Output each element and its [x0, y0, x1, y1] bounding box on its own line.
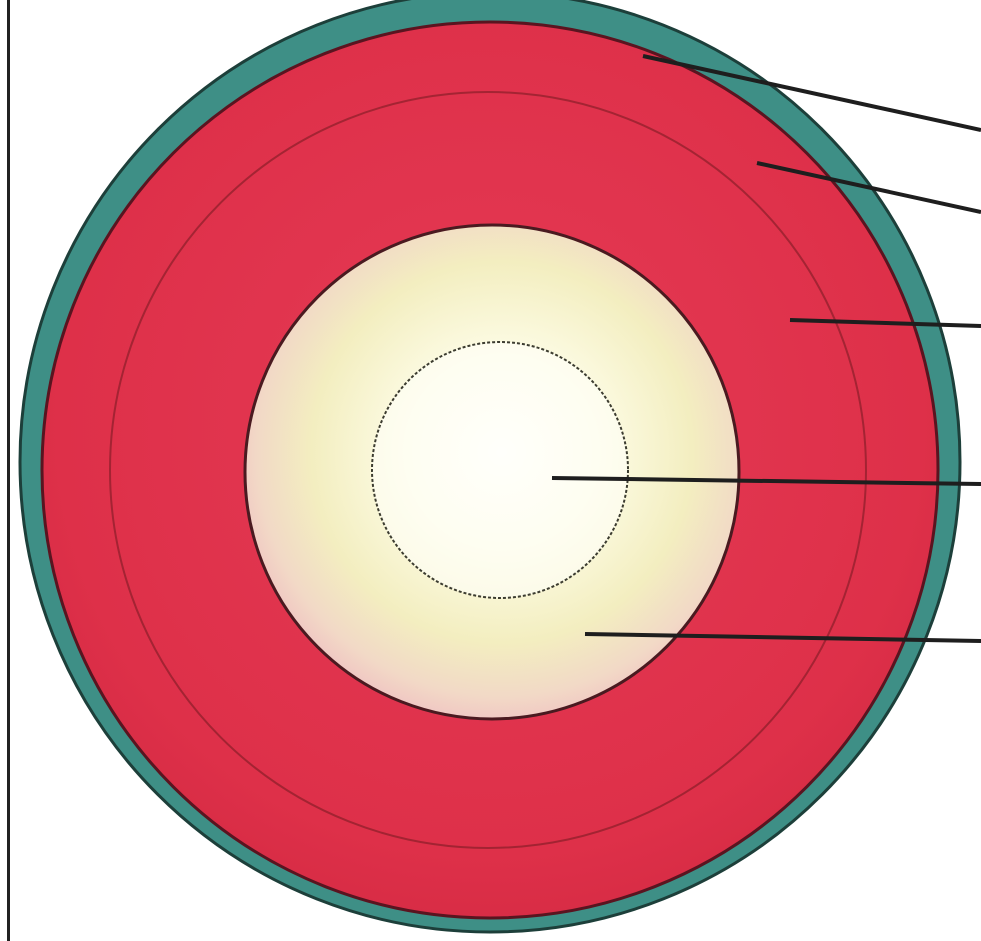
inner-core-layer: [372, 342, 628, 598]
